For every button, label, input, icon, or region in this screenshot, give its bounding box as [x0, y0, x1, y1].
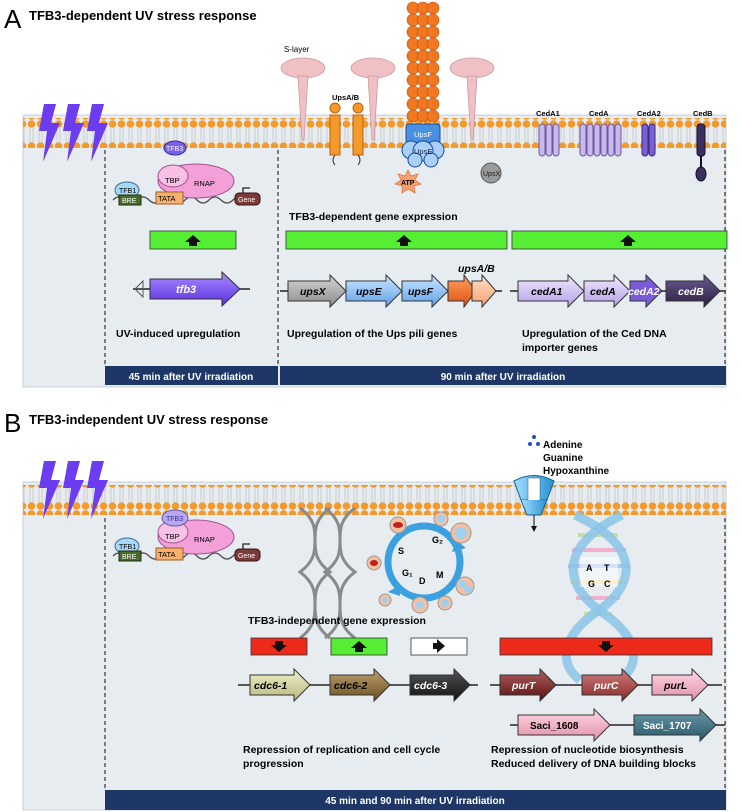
tata-label-b: TATA [158, 550, 176, 559]
ceda2-label: CedA2 [637, 109, 661, 118]
upsab-label: UpsA/B [332, 93, 360, 102]
caption-a3a: Upregulation of the Ced DNA [522, 328, 667, 340]
gene-saci1707: Saci_1707 [643, 721, 692, 732]
guanine-label: Guanine [543, 453, 583, 464]
gene-label-b: Gene [238, 553, 255, 560]
rnap-label-b: RNAP [194, 535, 215, 544]
ceda1-label: CedA1 [536, 109, 560, 118]
ceda-label: CedA [589, 109, 609, 118]
bre-label-a: BRE [122, 198, 137, 205]
replicating-dna-icon [297, 506, 358, 640]
upsf-label: UpsF [414, 130, 432, 139]
caption-b1b: progression [243, 758, 304, 770]
gene-saci1608: Saci_1608 [530, 721, 579, 732]
upsx-icon [480, 162, 502, 184]
gene-ceda2: cedA2 [628, 286, 660, 298]
ced-importer-icons [538, 123, 707, 182]
caption-b1a: Repression of replication and cell cycle [243, 744, 440, 756]
gene-arrows-b [238, 667, 725, 743]
gene-ceda1: cedA1 [531, 286, 563, 298]
upsf-upse-motor-icon [401, 123, 445, 168]
caption-a1: UV-induced upregulation [116, 328, 240, 340]
phase-g1: G₁ [402, 568, 413, 578]
panel-a-letter: A [4, 4, 22, 34]
atp-label: ATP [401, 180, 415, 187]
panel-b: B TFB3-independent UV stress response Ad… [4, 408, 727, 811]
tfb1-label-b: TFB1 [119, 544, 136, 551]
timebar-a1-label: 45 min after UV irradiation [129, 372, 253, 383]
tbp-label-a: TBP [165, 176, 180, 185]
tfb3-label-a: TFB3 [166, 146, 183, 153]
tfb3-label-b: TFB3 [166, 516, 183, 523]
gene-purt: purT [511, 680, 537, 692]
adenine-label: Adenine [543, 440, 583, 451]
uv-bolt-icons-a [39, 104, 108, 162]
gene-cdc6-2: cdc6-2 [334, 680, 367, 692]
tfb1-label-a: TFB1 [119, 188, 136, 195]
gene-upse: upsE [356, 286, 383, 298]
phase-d: D [419, 576, 426, 586]
rnap-label-a: RNAP [194, 179, 215, 188]
cell-interior-a [22, 114, 727, 388]
gene-arrows-a [133, 270, 726, 309]
atp-starburst-icon [394, 169, 422, 194]
gene-upsab: upsA/B [458, 263, 495, 275]
gene-purc: purC [593, 680, 619, 692]
caption-a3b: importer genes [522, 342, 598, 354]
expression-title-b: TFB3-independent gene expression [248, 615, 426, 627]
base-a: A [586, 563, 593, 573]
timebar-a1 [105, 366, 278, 385]
timebar-a2-label: 90 min after UV irradiation [441, 372, 565, 383]
upsx-label: UpsX [483, 171, 500, 178]
panel-b-letter: B [4, 408, 21, 438]
tbp-label-b: TBP [165, 532, 180, 541]
s-layer-label: S-layer [284, 45, 310, 54]
caption-b2a: Repression of nucleotide biosynthesis [491, 744, 684, 756]
expression-title-a: TFB3-dependent gene expression [289, 211, 458, 223]
phase-g2: G₂ [432, 535, 443, 545]
gene-upsf: upsF [408, 286, 434, 298]
upsab-pilin-icon [329, 102, 364, 166]
membrane-b [23, 485, 726, 515]
gene-cedb: cedB [678, 286, 704, 298]
tata-label-a: TATA [158, 194, 176, 203]
uv-bolt-icons-b [39, 461, 108, 519]
transcription-complex-a [112, 140, 261, 206]
gene-purl: purL [663, 680, 687, 692]
transcription-complex-b [112, 509, 261, 562]
pilus-filament-icon [406, 1, 440, 123]
hypoxanthine-label: Hypoxanthine [543, 466, 610, 477]
timebar-a2 [280, 366, 726, 385]
phase-s: S [398, 546, 404, 556]
gene-upsx: upsX [300, 286, 327, 298]
cell-cycle-icon [366, 511, 475, 614]
gene-tfb3: tfb3 [176, 284, 196, 296]
bre-label-b: BRE [122, 554, 137, 561]
timebar-b-label: 45 min and 90 min after UV irradiation [325, 796, 505, 807]
gene-cdc6-1: cdc6-1 [254, 680, 287, 692]
cedb-label: CedB [693, 109, 713, 118]
base-c: C [604, 579, 611, 589]
base-t: T [604, 563, 610, 573]
panel-a: A TFB3-dependent UV stress response S-la… [4, 1, 728, 388]
base-g: G [588, 579, 595, 589]
s-layer-icon [280, 57, 495, 141]
upregulation-bars-a [149, 230, 728, 250]
panel-b-title: TFB3-independent UV stress response [29, 412, 268, 427]
timebar-b [105, 790, 726, 810]
phase-m: M [436, 570, 444, 580]
caption-b2b: Reduced delivery of DNA building blocks [491, 758, 696, 770]
regulation-bars-b [250, 637, 713, 656]
gene-ceda: cedA [590, 286, 616, 298]
caption-a2: Upregulation of the Ups pili genes [287, 328, 458, 340]
gene-label-a: Gene [238, 197, 255, 204]
upse-label: UpsE [414, 147, 432, 156]
gene-cdc6-3: cdc6-3 [414, 680, 447, 692]
purine-transporter-icon [513, 435, 555, 532]
panel-a-title: TFB3-dependent UV stress response [29, 8, 257, 23]
dna-double-helix-icon [561, 510, 639, 684]
